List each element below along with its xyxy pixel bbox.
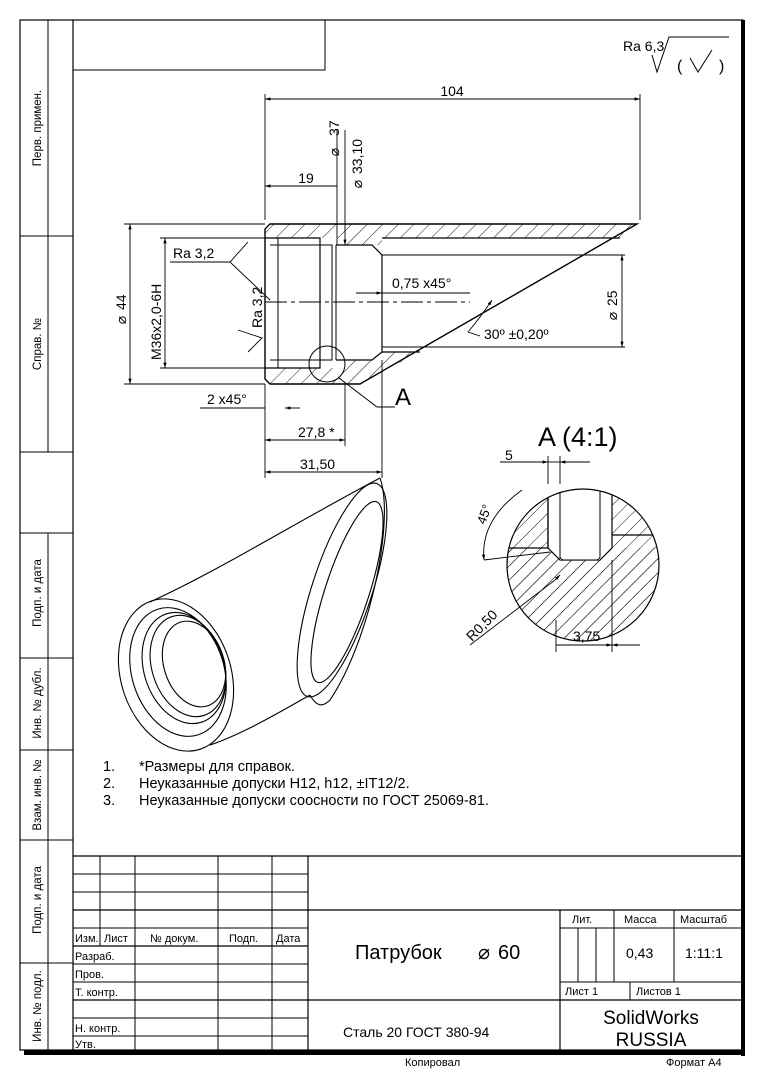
dim-len31: 31,50	[300, 456, 335, 472]
tb-material: Сталь 20 ГОСТ 380-94	[343, 1024, 490, 1040]
detail-view-a: A (4:1)	[463, 422, 660, 652]
detail-circle-a	[308, 345, 346, 383]
side-label-podp-data-2: Подп. и дата	[32, 866, 44, 934]
general-roughness-symbol: Ra 6,3 ( )	[623, 36, 729, 75]
hatch-top-wall	[265, 224, 637, 245]
side-labels: Перв. примен. Справ. № Подп. и дата Инв.…	[32, 90, 44, 1042]
sheet-frame	[19, 19, 745, 1056]
dim-chamfer-outer: 2 x45°	[207, 391, 247, 407]
note-number: 1.	[103, 759, 116, 775]
groove	[320, 244, 333, 361]
dim-dia37: 37	[326, 120, 342, 136]
note-text: Неуказанные допуски H12, h12, ±IT12/2.	[139, 776, 410, 792]
note-number: 3.	[103, 793, 116, 809]
inner-bore	[336, 244, 383, 361]
tb-part-dia: 60	[498, 942, 520, 964]
tb-list: Лист 1	[565, 986, 598, 998]
isometric-view	[117, 477, 388, 752]
tb-lit: Лит.	[572, 914, 592, 926]
roughness-thread: Ra 3,2	[173, 245, 214, 261]
dim-len27: 27,8 *	[298, 424, 335, 440]
tb-n-kontr: Н. контр.	[75, 1023, 120, 1035]
tb-company-2: RUSSIA	[616, 1030, 687, 1051]
thread-bore	[265, 237, 321, 369]
roughness-face: Ra 3,2	[249, 287, 265, 328]
technical-notes: 1. *Размеры для справок. 2. Неуказанные …	[103, 759, 489, 810]
tb-col-dokum: № докум.	[150, 933, 198, 945]
tb-part-name: Патрубок	[355, 942, 442, 964]
dim-len19: 19	[298, 170, 314, 186]
dim-dia25-symbol: ⌀	[604, 312, 620, 320]
note-text: Неуказанные допуски соосности по ГОСТ 25…	[139, 793, 489, 809]
tb-col-izm: Изм.	[75, 933, 99, 945]
dim-dia33: 33,10	[349, 139, 365, 174]
tb-col-list: Лист	[104, 933, 128, 945]
tb-col-podp: Подп.	[229, 933, 258, 945]
tb-prov: Пров.	[75, 969, 104, 981]
tb-col-data: Дата	[276, 933, 301, 945]
dim-total-length: 104	[440, 83, 464, 99]
note-text: *Размеры для справок.	[139, 759, 295, 775]
dim-angle: 30º ±0,20º	[484, 326, 549, 342]
detail-title: A (4:1)	[538, 422, 618, 452]
title-block-texts: Изм. Лист № докум. Подп. Дата Разраб. Пр…	[75, 914, 727, 1069]
tb-part-dia-symbol: ⌀	[478, 942, 490, 964]
note-row: 3. Неуказанные допуски соосности по ГОСТ…	[103, 793, 489, 810]
tb-massa-value: 0,43	[626, 945, 653, 961]
dim-thread: M36x2,0-6H	[148, 284, 164, 360]
side-label-inv-dubl: Инв. № дубл.	[32, 667, 44, 738]
roughness-paren-open: (	[677, 58, 683, 75]
detail-radius: R0,50	[463, 606, 501, 644]
side-label-vzam-inv: Взам. инв. №	[32, 759, 44, 830]
tb-masshtab: Масштаб	[680, 914, 727, 926]
detail-dim5: 5	[505, 447, 513, 463]
side-label-perv-primen: Перв. примен.	[32, 90, 44, 166]
side-label-podp-data-1: Подп. и дата	[32, 559, 44, 627]
dim-dia37-symbol: ⌀	[326, 148, 342, 156]
dim-dia44-symbol: ⌀	[113, 316, 129, 324]
detail-angle45: 45°	[474, 502, 495, 526]
detail-leader-label: A	[395, 384, 411, 411]
main-section-view	[264, 223, 640, 408]
title-block	[73, 855, 741, 1050]
tb-razrab: Разраб.	[75, 951, 115, 963]
tb-listov: Листов 1	[636, 986, 681, 998]
dim-chamfer-bore: 0,75 x45°	[392, 275, 451, 291]
part-outline	[264, 223, 640, 385]
tb-t-kontr: Т. контр.	[75, 987, 118, 999]
roughness-paren-close: )	[719, 58, 724, 75]
note-number: 2.	[103, 776, 116, 792]
dimensions	[124, 94, 641, 478]
footer-kopiroval: Копировал	[405, 1057, 460, 1069]
side-label-inv-podl: Инв. № подл.	[32, 970, 44, 1042]
dimension-texts: 104 19 ⌀ 37 ⌀ 33,10 ⌀ 44 M36x2,0-6H 0,75…	[113, 83, 620, 472]
dim-dia33-symbol: ⌀	[349, 180, 365, 188]
dim-dia25: 25	[604, 290, 620, 306]
note-row: 1. *Размеры для справок.	[103, 759, 489, 776]
tb-company-1: SolidWorks	[603, 1008, 699, 1029]
dim-dia44: 44	[113, 294, 129, 310]
footer-format: Формат A4	[666, 1057, 722, 1069]
tb-masshtab-value: 1:11:1	[685, 945, 723, 961]
tb-massa: Масса	[624, 914, 657, 926]
roughness-general-value: Ra 6,3	[623, 38, 664, 54]
note-row: 2. Неуказанные допуски H12, h12, ±IT12/2…	[103, 776, 489, 793]
tb-utv: Утв.	[75, 1039, 96, 1051]
detail-dim375: 3,75	[573, 628, 600, 644]
side-label-sprav: Справ. №	[32, 318, 44, 370]
